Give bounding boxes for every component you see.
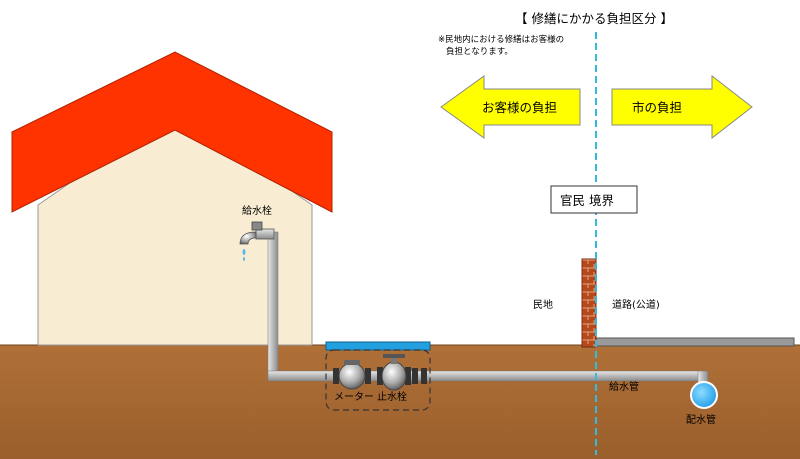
meter-box <box>325 349 431 411</box>
private-land-label: 民地 <box>533 298 553 311</box>
note-line-2: 負担となります。 <box>446 46 513 57</box>
faucet-label: 給水栓 <box>242 204 272 217</box>
boundary-label-box <box>550 185 638 214</box>
riser-pipe <box>267 231 279 379</box>
city-arrow <box>611 74 753 140</box>
public-road-label: 道路(公道) <box>612 298 660 311</box>
meter-label: メーター <box>334 391 374 403</box>
stop-valve-label: 止水栓 <box>377 390 407 403</box>
main-pipe-label: 配水管 <box>686 413 716 426</box>
house-roof <box>11 51 333 213</box>
customer-burden-label: お客様の負担 <box>482 100 557 115</box>
road-surface <box>595 337 795 347</box>
meter-icon <box>333 360 371 390</box>
diagram-title: 【 修繕にかかる負担区分 】 <box>515 11 673 26</box>
customer-arrow <box>440 75 581 139</box>
boundary-label: 官民 境界 <box>560 193 614 208</box>
meter-box-lid <box>325 341 431 351</box>
city-burden-label: 市の負担 <box>632 100 682 115</box>
faucet-icon <box>239 221 275 261</box>
note-line-1: ※民地内における修繕はお客様の <box>438 34 564 45</box>
main-pipe-icon <box>690 381 718 409</box>
service-pipe-label: 給水管 <box>609 380 639 393</box>
stop-valve-icon <box>377 354 427 391</box>
brick-wall <box>581 258 597 348</box>
